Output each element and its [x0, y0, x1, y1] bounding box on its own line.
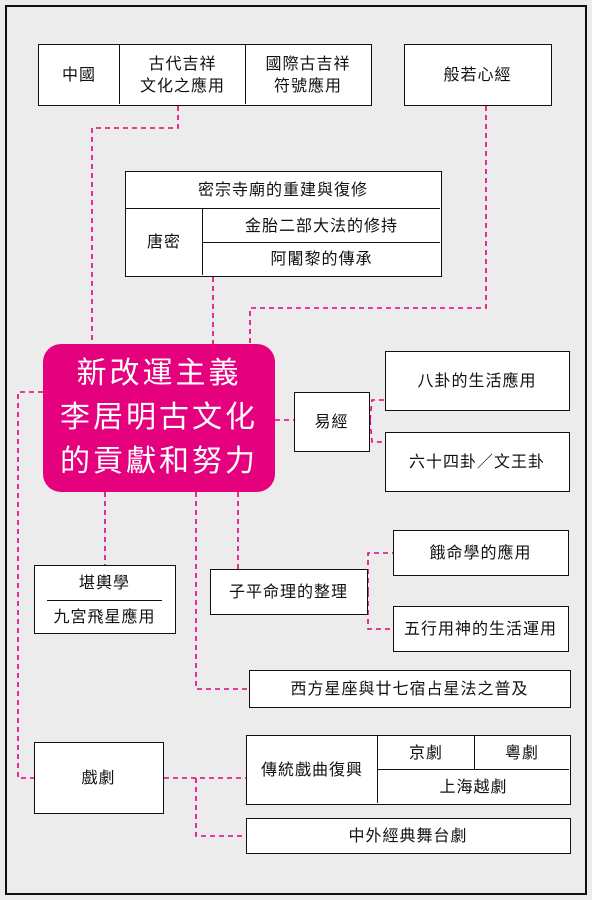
ancient-line2: 文化之應用 — [139, 75, 225, 95]
bagua-box: 八卦的生活應用 — [385, 351, 570, 411]
stage-drama-label: 中外經典舞台劇 — [348, 825, 468, 845]
divider — [245, 45, 246, 104]
intl-line1: 國際古吉祥 — [265, 53, 351, 73]
fate-study-label: 餓命學的應用 — [429, 542, 532, 562]
conn-top-box — [91, 106, 179, 344]
conn-heart-sutra — [249, 106, 487, 344]
astrology-label: 西方星座與廿七宿占星法之普及 — [290, 678, 529, 698]
divider — [202, 242, 440, 243]
divider — [474, 736, 475, 769]
divider — [119, 45, 120, 104]
traditional-opera-label: 傳統戲曲復興 — [260, 759, 363, 779]
conn-opera-stage — [195, 778, 246, 837]
conn-yijing-split2 — [369, 419, 385, 443]
opera-label: 戲劇 — [81, 767, 116, 787]
tang-label: 唐密 — [146, 232, 181, 252]
ziping-box: 子平命理的整理 — [210, 569, 368, 615]
tang-esoteric-box: 密宗寺廟的重建與復修 唐密 金胎二部大法的修持 阿闍黎的傳承 — [125, 171, 442, 277]
center-line3: 的貢獻和努力 — [60, 444, 258, 479]
hexagram-label: 六十四卦／文王卦 — [408, 451, 545, 471]
ancient-line1: 古代吉祥 — [148, 53, 217, 73]
heart-sutra-label: 般若心經 — [443, 64, 512, 84]
tang-item1-cell: 金胎二部大法的修持 — [203, 209, 440, 242]
divider — [202, 208, 203, 275]
kanyu-label: 堪輿學 — [78, 573, 130, 593]
astrology-box: 西方星座與廿七宿占星法之普及 — [249, 670, 571, 708]
five-elements-box: 五行用神的生活運用 — [393, 606, 569, 652]
conn-astrology — [195, 492, 249, 690]
ancient-symbols-cell: 古代吉祥 文化之應用 — [120, 45, 245, 104]
tang-item2-cell: 阿闍黎的傳承 — [203, 243, 440, 275]
central-topic: 新改運主義 李居明古文化 的貢獻和努力 — [43, 344, 275, 492]
divider — [126, 208, 440, 209]
stage-drama-box: 中外經典舞台劇 — [246, 818, 571, 854]
heart-sutra-box: 般若心經 — [404, 44, 552, 106]
shanghai-opera-label: 上海越劇 — [439, 776, 508, 796]
fate-study-box: 餓命學的應用 — [393, 530, 569, 576]
temple-cell: 密宗寺廟的重建與復修 — [126, 172, 440, 208]
conn-ziping-split2 — [367, 592, 393, 630]
center-line1: 新改運主義 — [76, 356, 242, 391]
kanyu-box: 堪輿學 九宮飛星應用 — [34, 565, 176, 634]
temple-label: 密宗寺廟的重建與復修 — [197, 180, 368, 200]
divider — [377, 769, 569, 770]
conn-yijing-split — [369, 399, 385, 421]
jingju-label: 京劇 — [408, 742, 443, 762]
conn-ziping-split — [367, 552, 393, 592]
intl-line2: 符號應用 — [273, 75, 342, 95]
ziping-label: 子平命理的整理 — [228, 581, 348, 601]
tang-label-cell: 唐密 — [126, 209, 202, 275]
yueju-label: 粵劇 — [504, 742, 539, 762]
nine-star-label: 九宮飛星應用 — [53, 606, 156, 626]
top-symbols-box: 中國 古代吉祥 文化之應用 國際古吉祥 符號應用 — [38, 44, 372, 106]
divider — [47, 600, 162, 601]
china-cell: 中國 — [39, 45, 119, 104]
hexagram-box: 六十四卦／文王卦 — [385, 432, 570, 492]
yijing-label: 易經 — [314, 411, 349, 431]
bagua-label: 八卦的生活應用 — [417, 370, 537, 390]
yijing-box: 易經 — [294, 392, 370, 452]
traditional-opera-box: 傳統戲曲復興 京劇 粵劇 上海越劇 — [246, 735, 571, 805]
five-elements-label: 五行用神的生活運用 — [403, 618, 557, 638]
conn-opera — [17, 391, 43, 779]
center-line2: 李居明古文化 — [60, 400, 258, 435]
opera-box: 戲劇 — [34, 742, 164, 814]
tang-item1: 金胎二部大法的修持 — [244, 215, 398, 235]
china-label: 中國 — [61, 64, 96, 84]
intl-symbols-cell: 國際古吉祥 符號應用 — [246, 45, 370, 104]
tang-item2: 阿闍黎的傳承 — [270, 249, 373, 269]
